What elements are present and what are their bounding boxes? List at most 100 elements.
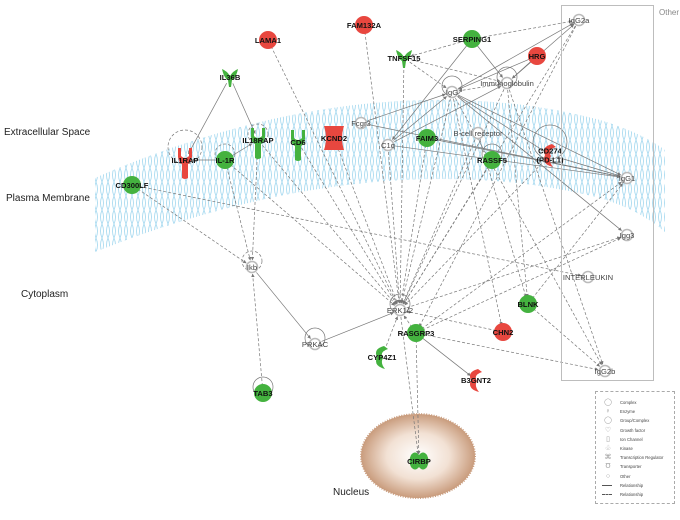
node-il18rap[interactable]: IL18RAP bbox=[242, 128, 274, 159]
node-label: IL18RAP bbox=[242, 136, 273, 145]
node-label: FAIM3 bbox=[416, 134, 438, 143]
node-label: B-cell receptor bbox=[454, 129, 503, 138]
molecule-icon bbox=[123, 176, 141, 194]
edge-dashed bbox=[406, 310, 497, 331]
region-label-nucleus: Nucleus bbox=[333, 487, 370, 498]
node-immunoglobulin[interactable]: Immunoglobulin bbox=[480, 76, 534, 90]
node-tab3[interactable]: TAB3 bbox=[253, 384, 273, 402]
node-igg3[interactable]: Igg3 bbox=[620, 228, 635, 242]
ion-channel-icon: ▯ bbox=[606, 435, 610, 443]
node-label: BLNK bbox=[517, 300, 539, 309]
legend-label: Kinase bbox=[620, 446, 633, 452]
node-fam132a[interactable]: FAM132A bbox=[347, 16, 382, 34]
node-cd274[interactable]: CD274(PD-L1) bbox=[537, 144, 564, 167]
edge-dashed bbox=[364, 31, 401, 304]
node-kcnd2[interactable]: KCND2 bbox=[321, 126, 347, 150]
node-igg[interactable]: IgG bbox=[445, 85, 459, 99]
edge-solid bbox=[321, 312, 394, 342]
node-b-cell-receptor[interactable]: B-cell receptor bbox=[454, 126, 503, 140]
edge-dashed bbox=[421, 181, 622, 330]
node-label: HRG bbox=[529, 52, 546, 61]
legend-label: Transcription Regulator bbox=[620, 455, 664, 461]
node-label: CYP4Z1 bbox=[368, 353, 397, 362]
edge-dashed bbox=[388, 151, 402, 304]
node-cyp4z1[interactable]: CYP4Z1 bbox=[368, 346, 397, 369]
dashed-line-icon bbox=[602, 493, 612, 495]
node-label: CD300LF bbox=[116, 181, 149, 190]
edge-solid bbox=[556, 156, 621, 177]
legend-label: Other bbox=[620, 473, 631, 479]
legend-label: Relationship bbox=[620, 482, 644, 488]
node-rassf5[interactable]: RASSF5 bbox=[477, 151, 508, 169]
node-cd6[interactable]: CD6 bbox=[290, 130, 306, 161]
edge-solid bbox=[188, 82, 227, 155]
node-igg2a[interactable]: IgG2a bbox=[569, 13, 590, 27]
node-label: CIRBP bbox=[407, 457, 431, 466]
receptor-icon bbox=[178, 148, 192, 179]
molecule-icon bbox=[528, 47, 546, 65]
node-label: PRKAC bbox=[302, 340, 329, 349]
legend-item: ◯Complex bbox=[602, 398, 670, 407]
edge-dashed bbox=[532, 183, 623, 299]
edge-dashed bbox=[270, 46, 398, 305]
edge-dashed bbox=[409, 61, 447, 89]
legend: ◯Complex ♀Enzyme ◯Group/Complex ♡Growth … bbox=[595, 391, 675, 504]
complex-icon bbox=[245, 260, 259, 274]
node-c1q[interactable]: C1q bbox=[381, 138, 395, 152]
node-chn2[interactable]: CHN2 bbox=[493, 323, 514, 341]
node-il-1r[interactable]: IL-1R bbox=[216, 151, 236, 169]
legend-item: ♧Kinase bbox=[602, 444, 670, 453]
growth-factor-icon bbox=[396, 50, 412, 68]
node-label: RASGRP3 bbox=[398, 329, 435, 338]
other-icon: ○ bbox=[605, 472, 611, 480]
node-blnk[interactable]: BLNK bbox=[517, 295, 539, 313]
node-b3gnt2[interactable]: B3GNT2 bbox=[461, 369, 491, 392]
node-igg1[interactable]: IgG1 bbox=[619, 171, 635, 185]
node-interleukin[interactable]: INTERLEUKIN bbox=[563, 270, 613, 284]
node-fcgr3[interactable]: Fcgr3 bbox=[351, 116, 371, 130]
node-tnfsf15[interactable]: TNFSF15 bbox=[388, 50, 422, 68]
node-label: IgG2a bbox=[569, 16, 590, 25]
node-faim3[interactable]: FAIM3 bbox=[416, 129, 438, 147]
node-erk1-2[interactable]: ERK1/2 bbox=[387, 303, 413, 317]
node-label: LAMA1 bbox=[255, 36, 282, 45]
node-label: Fcgr3 bbox=[351, 119, 370, 128]
edge-dashed bbox=[137, 188, 247, 264]
node-serping1[interactable]: SERPING1 bbox=[453, 30, 492, 48]
edge-solid bbox=[457, 96, 622, 231]
complex-icon bbox=[598, 364, 612, 378]
edge-dashed bbox=[301, 147, 397, 305]
node-ikb[interactable]: Ikb bbox=[245, 260, 259, 274]
edges bbox=[137, 20, 623, 455]
edge-dashed bbox=[384, 316, 399, 351]
solid-line-icon bbox=[602, 484, 612, 486]
legend-item: ○ Other bbox=[602, 472, 670, 481]
growth-factor-icon bbox=[222, 69, 238, 87]
plasma-membrane bbox=[95, 99, 665, 252]
molecule-icon bbox=[494, 323, 512, 341]
edge-solid bbox=[256, 272, 311, 339]
node-label: CD6 bbox=[290, 138, 305, 147]
node-cirbp[interactable]: CIRBP bbox=[407, 452, 431, 470]
node-prkac[interactable]: PRKAC bbox=[302, 337, 329, 351]
node-label: IgG2b bbox=[595, 367, 616, 376]
molecule-icon bbox=[407, 324, 425, 342]
node-hrg[interactable]: HRG bbox=[528, 47, 546, 65]
edge-solid bbox=[394, 85, 502, 143]
molecule-icon bbox=[519, 295, 537, 313]
node-rasgrp3[interactable]: RASGRP3 bbox=[398, 324, 435, 342]
node-il36b[interactable]: IL36B bbox=[220, 69, 241, 87]
node-lama1[interactable]: LAMA1 bbox=[255, 31, 282, 49]
node-label: IgG1 bbox=[619, 174, 635, 183]
edge-dashed bbox=[226, 166, 252, 261]
node-cd300lf[interactable]: CD300LF bbox=[116, 176, 149, 194]
node-label: TNFSF15 bbox=[388, 54, 422, 63]
node-igg2b[interactable]: IgG2b bbox=[595, 364, 616, 378]
node-label: FAM132A bbox=[347, 21, 382, 30]
edge-dashed bbox=[415, 339, 421, 455]
complex-icon bbox=[500, 76, 514, 90]
edge-dashed bbox=[455, 97, 602, 366]
edge-solid bbox=[458, 94, 622, 176]
node-il1rap[interactable]: IL1RAP bbox=[171, 148, 199, 179]
